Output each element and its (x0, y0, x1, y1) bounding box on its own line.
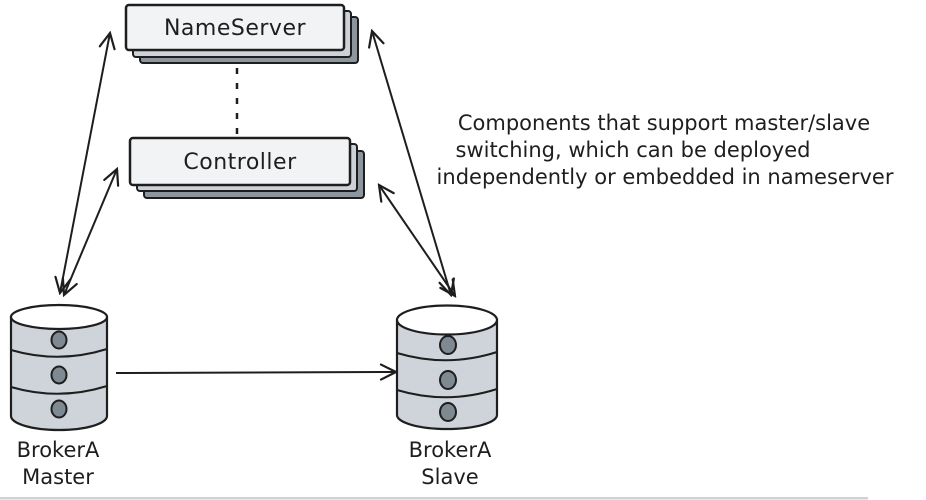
edge-slave-controller (379, 185, 455, 296)
broker-slave-role: Slave (421, 465, 478, 489)
broker-slave-dot-2 (439, 370, 457, 390)
controller-box (128, 136, 352, 187)
edge-slave-nameserver (372, 31, 451, 295)
broker-master-name: BrokerA (17, 438, 100, 462)
broker-slave-dot-3 (439, 402, 457, 422)
nameserver-node: NameServer (124, 3, 359, 64)
edge-master-controller (64, 169, 117, 295)
broker-slave-divider-2 (396, 388, 498, 399)
edge-master-nameserver (60, 33, 110, 293)
broker-master-role: Master (22, 465, 94, 489)
broker-master-divider-1 (10, 348, 108, 358)
annotation-text: Components that support master/slave swi… (437, 111, 894, 189)
broker-master-top (9, 303, 109, 331)
annotation-line-1: Components that support master/slave (458, 111, 870, 135)
broker-master-divider-2 (10, 385, 108, 395)
broker-master-node: BrokerA Master (9, 303, 109, 489)
controller-label: Controller (183, 150, 297, 175)
annotation-line-3: independently or embedded in nameserver (437, 165, 894, 189)
broker-slave-dot-1 (439, 335, 457, 355)
broker-master-dot-3 (50, 399, 68, 419)
annotation-line-2: switching, which can be deployed (456, 138, 811, 162)
controller-node: Controller (128, 136, 365, 199)
broker-slave-divider-1 (396, 351, 498, 362)
broker-slave-node: BrokerA Slave (395, 304, 499, 489)
nameserver-box (124, 3, 346, 52)
broker-master-dot-2 (50, 365, 68, 385)
bottom-edge-line (0, 497, 868, 500)
broker-slave-top (395, 304, 499, 336)
nameserver-label: NameServer (164, 16, 307, 41)
broker-master-dot-1 (50, 330, 68, 350)
broker-slave-name: BrokerA (409, 438, 492, 462)
edge-master-slave (115, 372, 396, 373)
